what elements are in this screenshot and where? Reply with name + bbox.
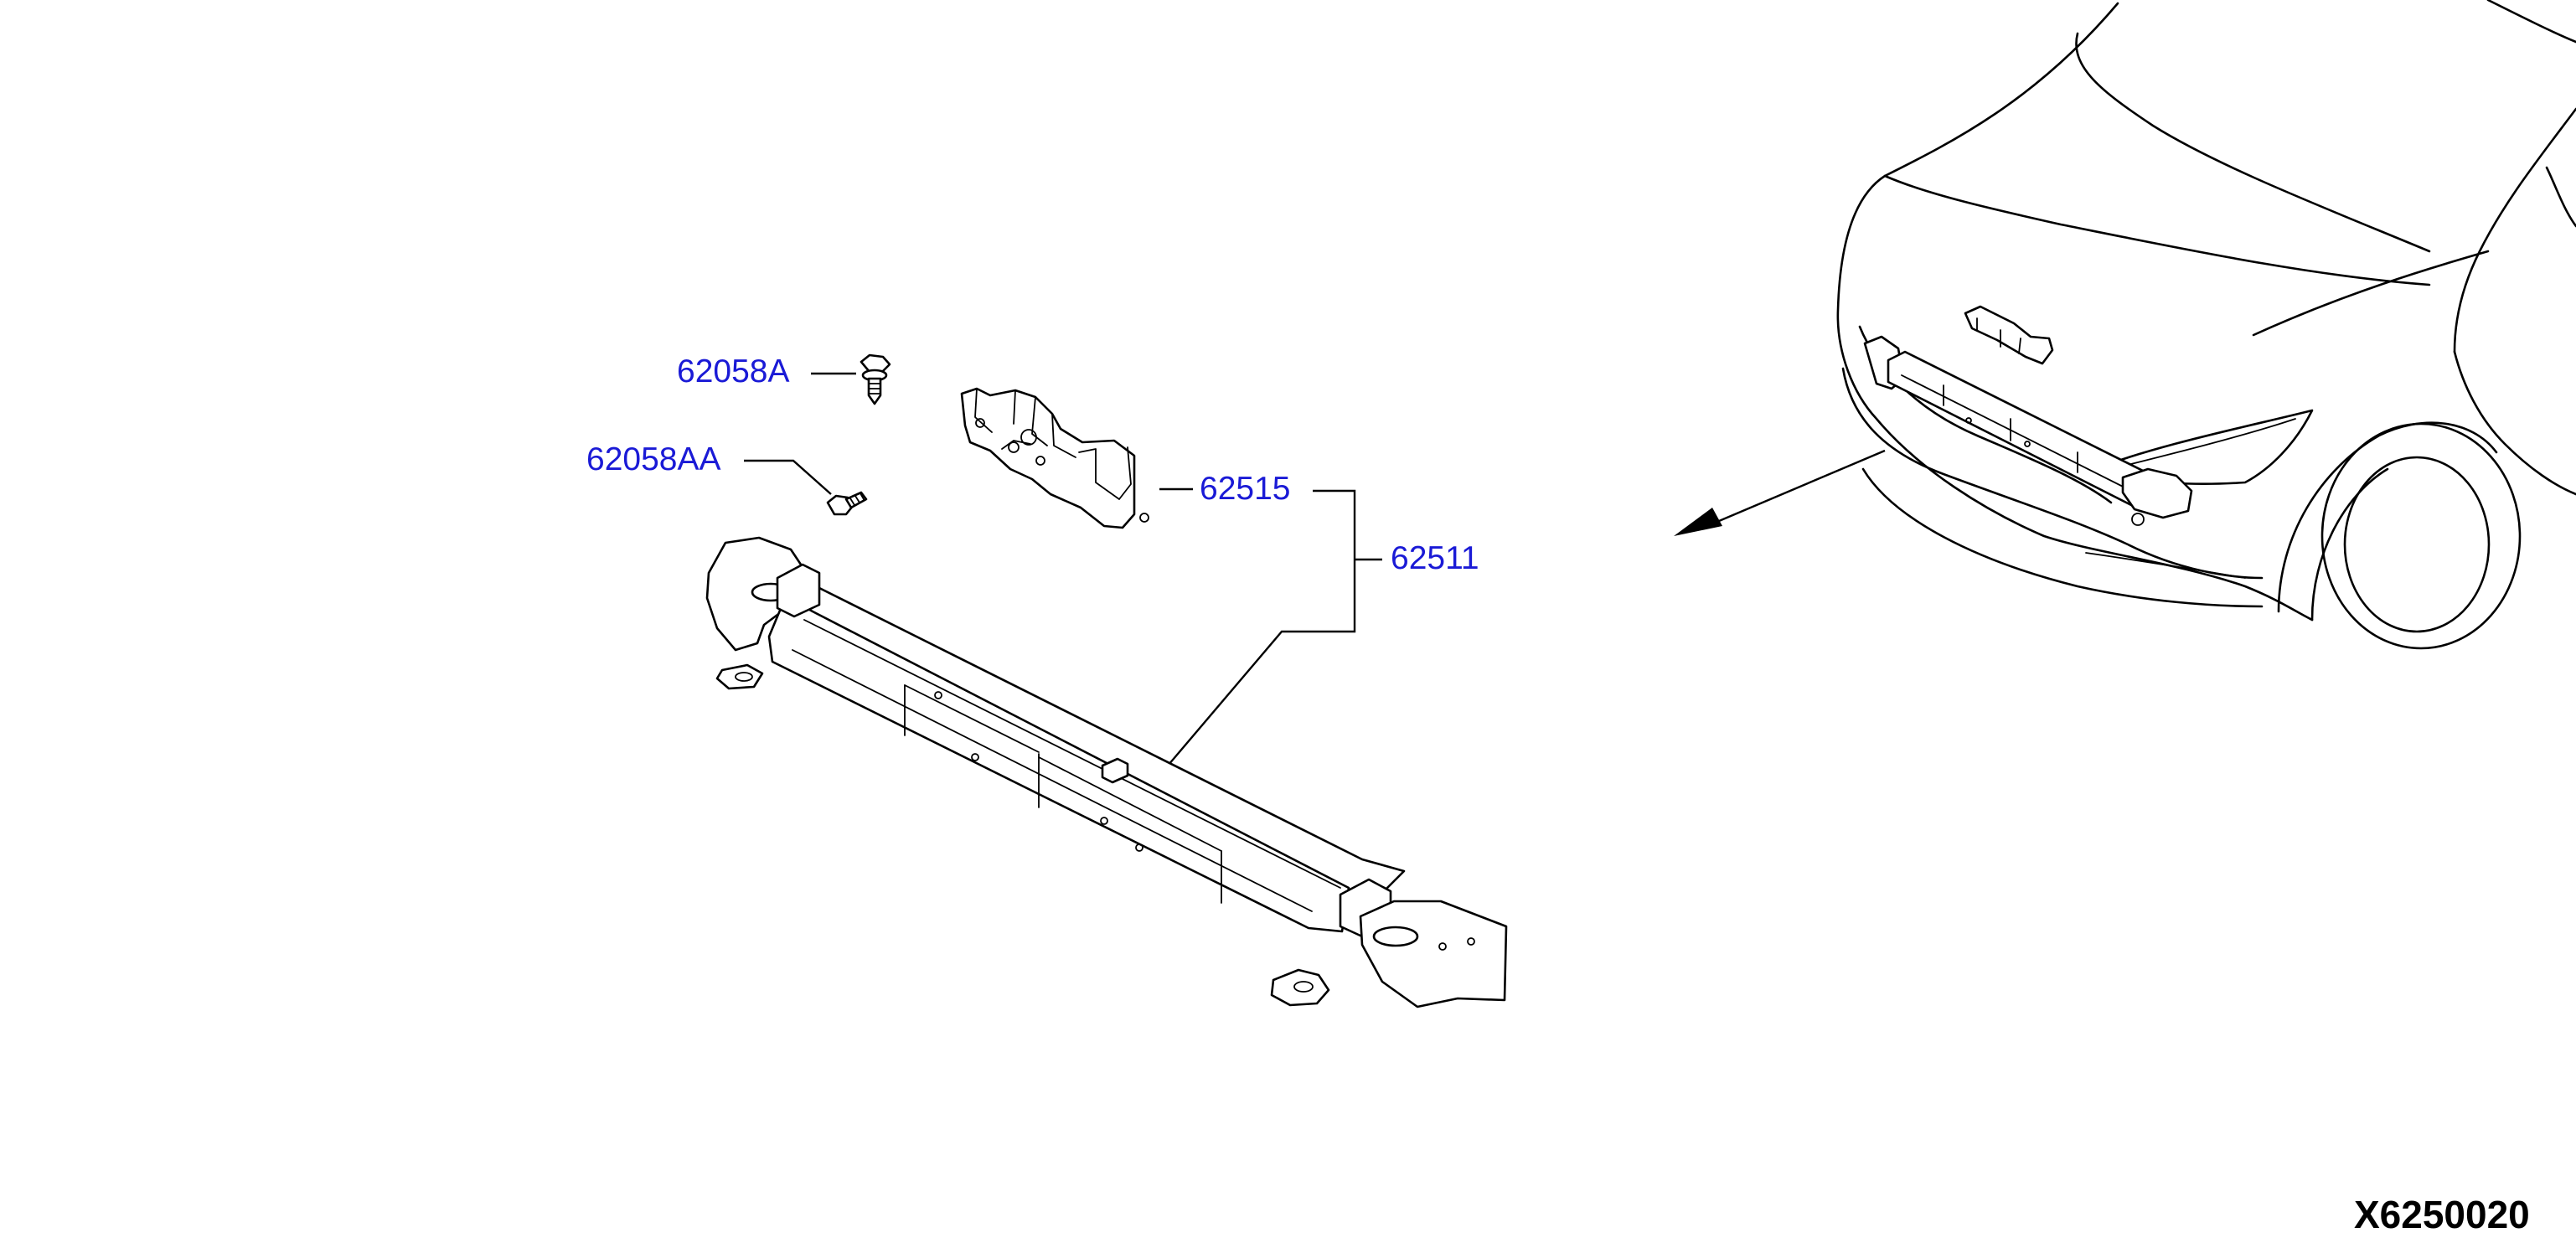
bracket-62515[interactable] (960, 387, 1149, 529)
bolt-62058AA-icon[interactable] (826, 491, 868, 516)
callout-62515[interactable]: 62515 (1200, 471, 1290, 507)
bolt-62058A-icon[interactable] (860, 353, 891, 405)
callout-62058A[interactable]: 62058A (677, 353, 789, 389)
figure-id: X6250020 (2354, 1193, 2530, 1236)
leader-lines (744, 372, 1382, 788)
direction-arrow-icon (1674, 449, 1886, 536)
core-support-62511[interactable] (705, 536, 1508, 1008)
callout-62511[interactable]: 62511 (1391, 540, 1479, 576)
vehicle-front-view (1836, 0, 2576, 650)
callout-62058AA[interactable]: 62058AA (586, 441, 720, 477)
